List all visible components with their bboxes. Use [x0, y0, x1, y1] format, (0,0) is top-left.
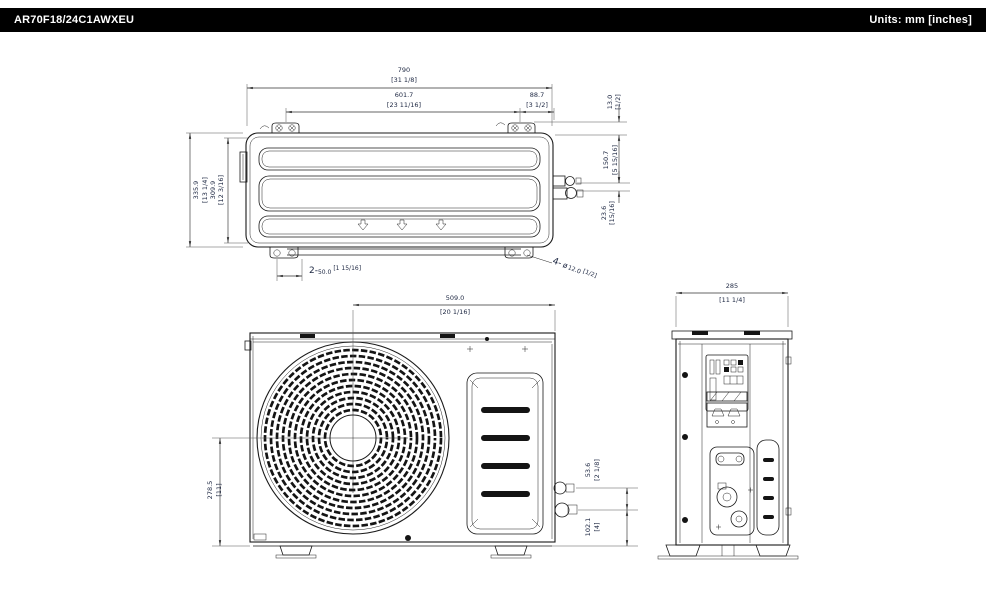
dim-depth-mm: 335.9: [192, 181, 200, 200]
dim-inner-depth-in: [12 3/16]: [217, 175, 225, 205]
dimension-overall-width: 790 [31 1/8]: [246, 66, 553, 126]
dim-overall-width-in: [31 1/8]: [391, 76, 417, 84]
top-view-handle: [239, 151, 248, 183]
dimension-valve-heights: 53.6 [2 1/8] 102.1 [4]: [535, 459, 638, 547]
front-left-hook: [244, 340, 252, 351]
dim-center-height-in: [11]: [215, 483, 223, 496]
dim-liquid-valve-mm: 102.1: [584, 518, 592, 537]
mounting-holes-in: [1/2]: [582, 268, 598, 280]
top-view-back-feet: [259, 122, 536, 133]
dimension-center-height: 278.5 [11]: [206, 437, 298, 547]
terminal-block: [705, 354, 749, 428]
foot-slot-mm: 50.0: [318, 269, 332, 276]
dim-foot-slot-label: 2-50.0[1 15/16]: [309, 265, 361, 276]
side-view-feet: [657, 544, 799, 560]
front-view-drawing: 509.0 [20 1/16] 278.5 [11] 53.6 [2 1/8]: [206, 294, 638, 559]
top-view-base: [269, 247, 534, 259]
dimension-foot-pitch: 601.7 [23 11/16] 88.7 [3 1/2]: [285, 91, 555, 122]
dim-overall-width-mm: 790: [398, 66, 410, 74]
dim-foot-pitch-mm: 601.7: [395, 91, 414, 99]
airflow-arrow-icons: [357, 219, 447, 231]
dim-foot-pitch-in: [23 11/16]: [387, 101, 421, 109]
dim-liquid-valve-in: [4]: [593, 522, 601, 531]
side-slots-panel: [756, 439, 780, 536]
top-view-vents: [258, 147, 541, 238]
model-number: AR70F18/24C1AWXEU: [14, 14, 135, 26]
side-valve-assembly: [709, 446, 755, 536]
dim-back-lip-in: [1/2]: [614, 94, 622, 110]
units-label: Units: mm [inches]: [869, 14, 972, 26]
dim-valve-spacing-in: [15/16]: [608, 201, 616, 225]
dim-side-depth-mm: 285: [726, 282, 738, 290]
dim-center-right-in: [20 1/16]: [440, 308, 470, 316]
top-view-drawing: 790 [31 1/8] 601.7 [23 11/16] 88.7 [3 1/…: [186, 66, 630, 282]
foot-slot-in: [1 15/16]: [333, 265, 361, 272]
dim-gas-valve-mm: 53.6: [584, 463, 592, 477]
dimension-depth: 335.9 [13 1/4] 309.9 [12 3/16]: [186, 132, 248, 248]
dim-gas-valve-in: [2 1/8]: [593, 459, 601, 481]
dim-center-height-mm: 278.5: [206, 481, 214, 500]
dimension-center-to-right: 509.0 [20 1/16]: [352, 294, 556, 383]
dim-depth-in: [13 1/4]: [201, 177, 209, 203]
dim-side-depth-in: [11 1/4]: [719, 296, 745, 304]
title-bar: AR70F18/24C1AWXEU Units: mm [inches]: [0, 8, 986, 32]
side-top-plate: [671, 330, 793, 340]
dim-foot-edge-in: [3 1/2]: [526, 101, 548, 109]
dim-inner-depth-mm: 309.9: [209, 181, 217, 200]
side-view-drawing: 285 [11 1/4]: [657, 282, 799, 560]
dim-valve-back-mm: 150.7: [602, 151, 610, 170]
side-view-body: [675, 338, 789, 546]
dim-center-right-mm: 509.0: [446, 294, 465, 302]
mounting-holes-mm: 12.0: [567, 264, 582, 275]
dim-foot-edge-mm: 88.7: [530, 91, 544, 99]
dimension-foot-slot: 2-50.0[1 15/16]: [276, 259, 361, 281]
callout-mounting-holes: 4-ø12.0[1/2]: [526, 254, 598, 282]
top-view-body: [245, 132, 554, 248]
side-discharge-grille: [466, 372, 544, 535]
foot-slot-count: 2-: [309, 266, 318, 276]
top-view-service-valves: [552, 175, 584, 200]
dim-valve-back-in: [5 15/16]: [611, 145, 619, 175]
dimension-side-depth: 285 [11 1/4]: [675, 282, 789, 327]
mounting-holes-label: 4-ø12.0[1/2]: [551, 256, 598, 282]
diameter-symbol: ø: [562, 260, 570, 270]
dimension-valve-position: 13.0 [1/2] 150.7 [5 15/16] 23.6 [15/16]: [534, 94, 630, 225]
dim-back-lip-mm: 13.0: [606, 95, 614, 109]
mounting-holes-count: 4-: [551, 256, 563, 269]
front-service-valves: [553, 481, 578, 518]
front-view-base: [250, 533, 555, 559]
dim-valve-spacing-mm: 23.6: [600, 206, 608, 220]
